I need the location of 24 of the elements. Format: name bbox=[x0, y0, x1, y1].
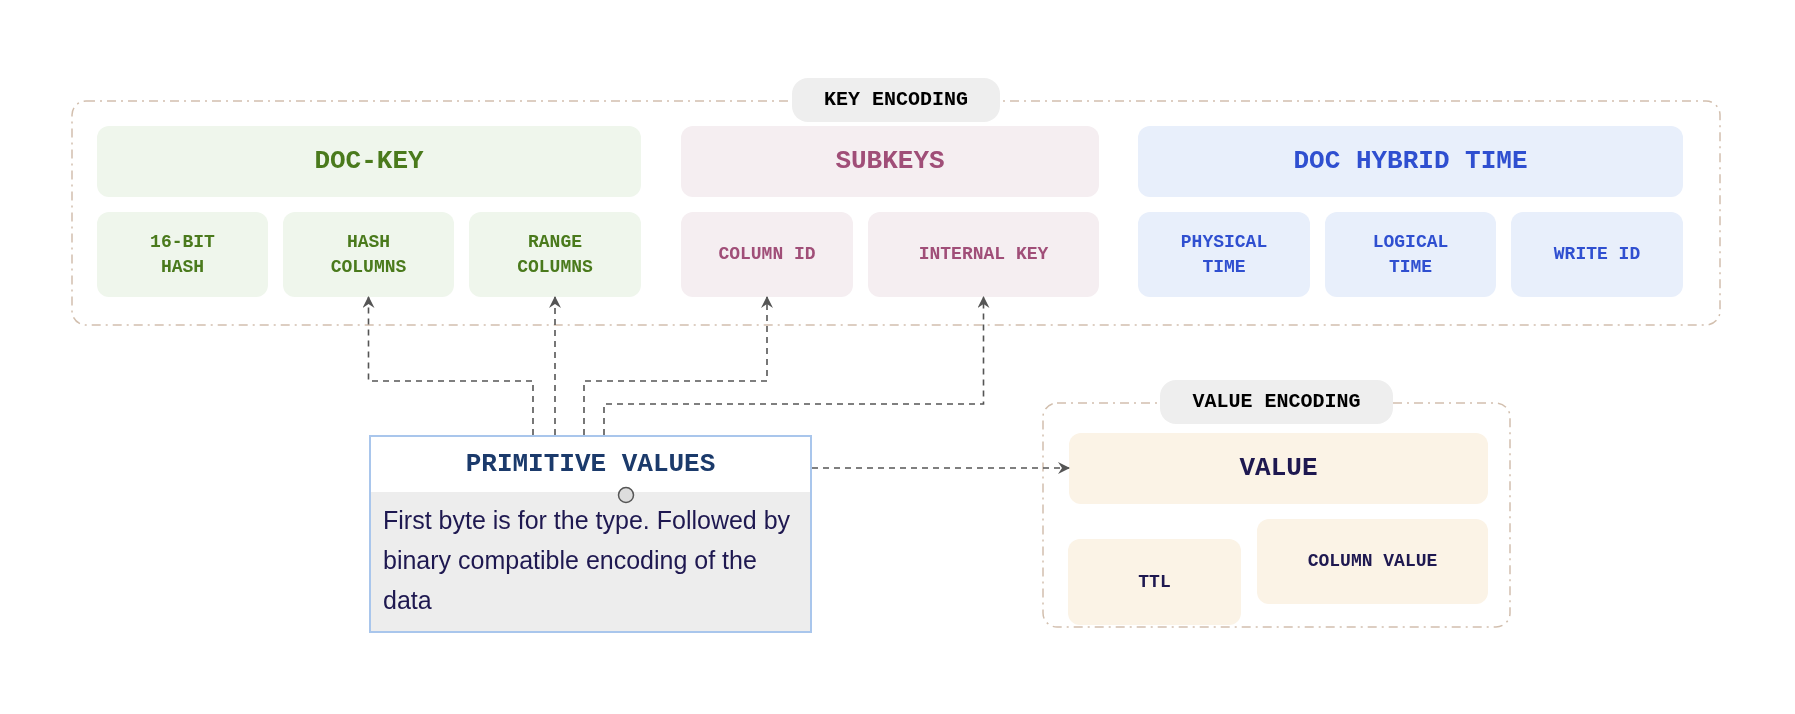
arrow bbox=[583, 296, 773, 436]
group-title: VALUE ENCODING bbox=[1160, 380, 1393, 424]
field-box: COLUMN ID bbox=[681, 212, 853, 297]
header-box: DOC-KEY bbox=[97, 126, 641, 197]
group-title: KEY ENCODING bbox=[792, 78, 1000, 122]
field-box: INTERNAL KEY bbox=[868, 212, 1099, 297]
field-box: WRITE ID bbox=[1511, 212, 1683, 297]
info-card bbox=[369, 435, 812, 633]
arrow bbox=[811, 462, 1070, 474]
arrow bbox=[603, 296, 990, 436]
header-box: DOC HYBRID TIME bbox=[1138, 126, 1683, 197]
field-box: COLUMN VALUE bbox=[1257, 519, 1488, 604]
field-box: TTL bbox=[1068, 539, 1241, 625]
card-title: PRIMITIVE VALUES bbox=[465, 448, 716, 481]
arrow bbox=[549, 296, 561, 436]
field-box: HASH COLUMNS bbox=[283, 212, 454, 297]
card-description: First byte is for the type. Followed by binary compatible encoding of the data bbox=[383, 505, 792, 616]
header-box: SUBKEYS bbox=[681, 126, 1099, 197]
field-box: PHYSICAL TIME bbox=[1138, 212, 1310, 297]
header-box: VALUE bbox=[1069, 433, 1488, 504]
field-box: RANGE COLUMNS bbox=[469, 212, 641, 297]
field-box: LOGICAL TIME bbox=[1325, 212, 1496, 297]
arrow bbox=[362, 296, 534, 436]
field-box: 16-BIT HASH bbox=[97, 212, 268, 297]
